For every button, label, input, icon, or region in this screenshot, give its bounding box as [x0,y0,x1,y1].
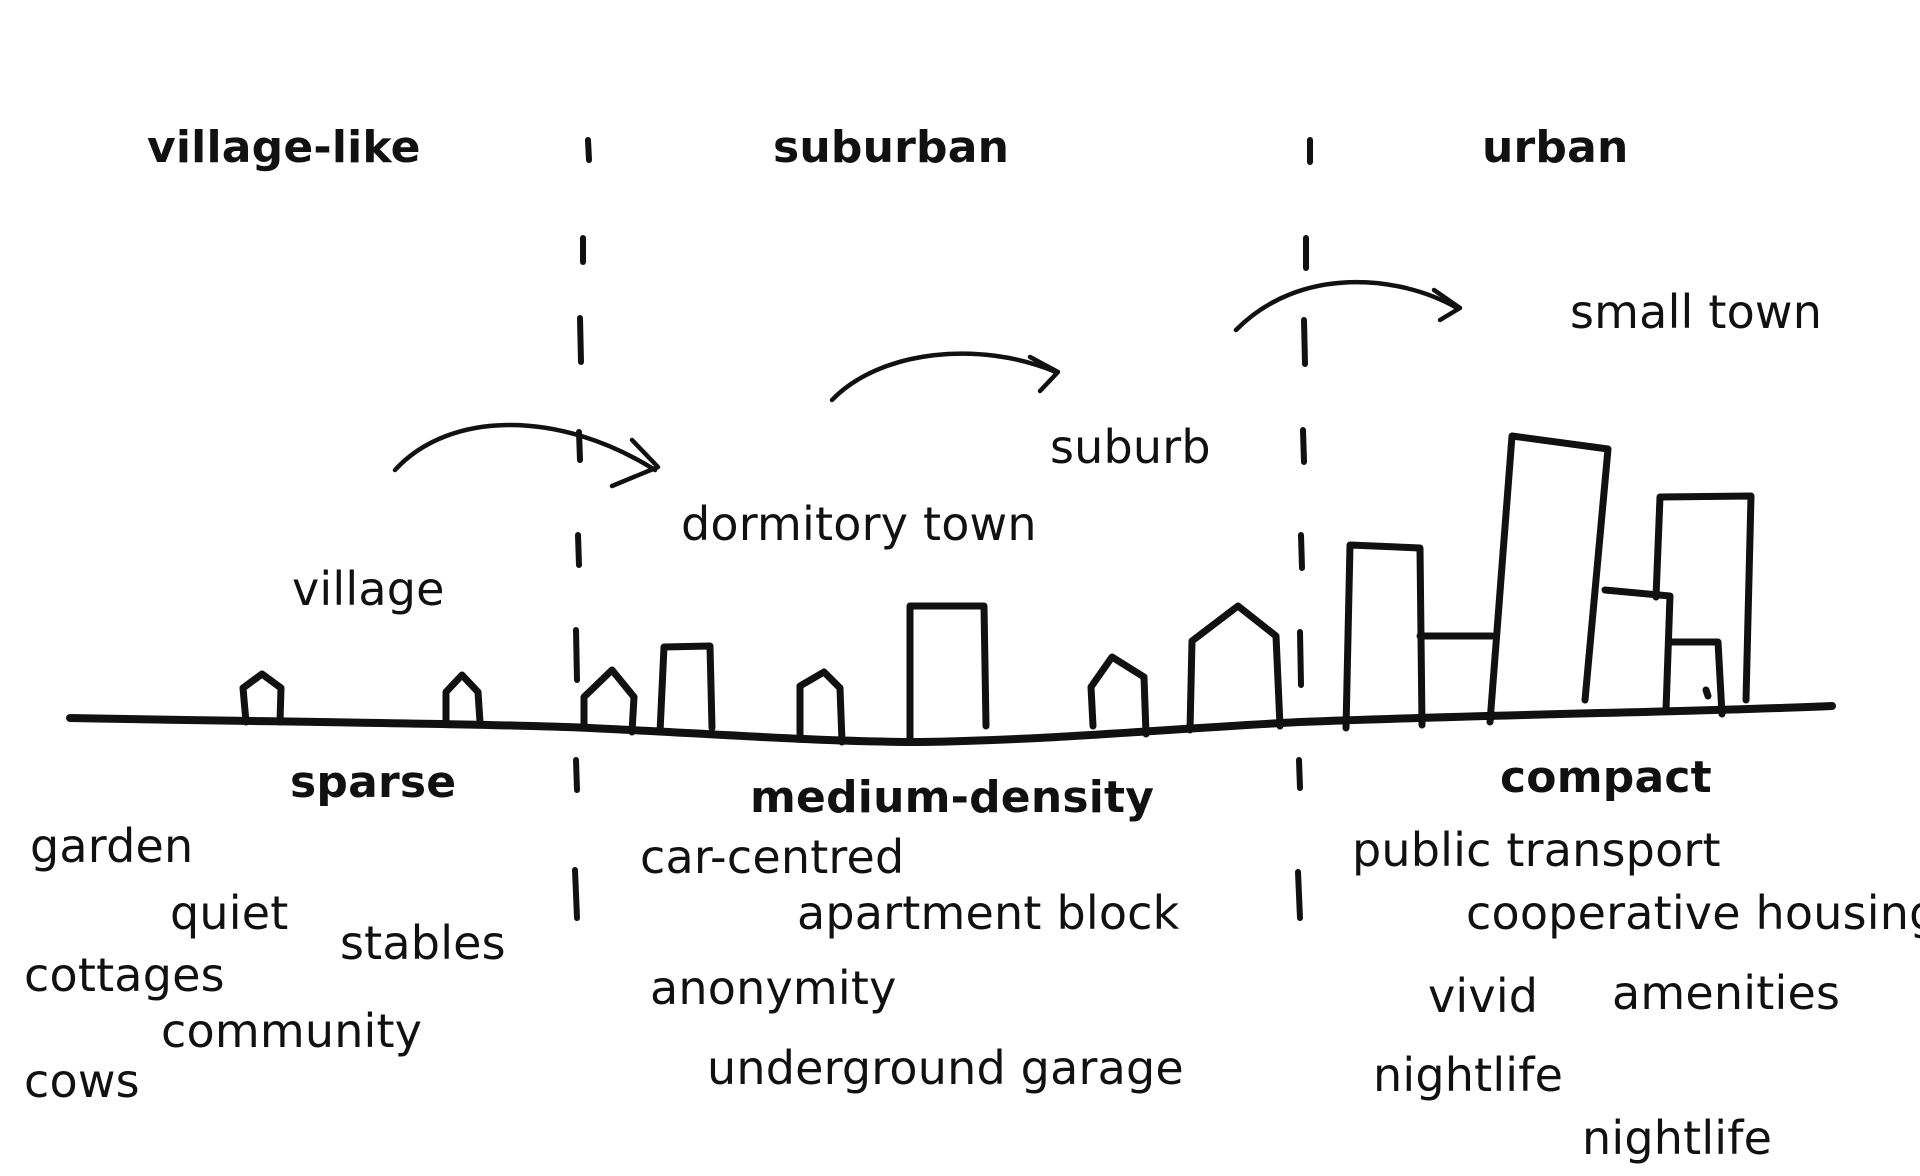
word-stables: stables [340,916,506,970]
arrow-dormitory-town-to-suburb [829,351,1061,403]
word-cooperative-housing: cooperative housing [1466,886,1920,940]
zone-heading-urban: urban [1482,122,1629,173]
zone-heading-village-like: village-like [147,122,421,173]
settlement-suburb: suburb [1050,420,1211,474]
settlement-dormitory-town: dormitory town [681,497,1037,551]
word-car-centred: car-centred [640,830,905,884]
arrow-suburb-to-small-town [1233,279,1463,333]
settlement-village: village [292,562,445,616]
ground-line [66,702,1836,746]
word-cows: cows [24,1054,140,1108]
word-quiet: quiet [170,886,289,940]
density-medium: medium-density [750,772,1155,823]
zone-divider-1 [572,137,592,921]
word-anonymity: anonymity [650,961,897,1015]
density-sparse: sparse [290,757,457,808]
word-apartment-block: apartment block [797,886,1180,940]
village-buildings [239,670,484,726]
word-amenities: amenities [1612,966,1841,1020]
zone-divider-2 [1295,137,1313,921]
word-public-transport: public transport [1352,823,1721,877]
density-compact: compact [1500,752,1712,803]
arrow-village-to-dormitory-town [392,422,661,489]
urban-buildings [1342,432,1755,732]
word-underground-garage: underground garage [707,1041,1184,1095]
suburban-buildings [580,602,1284,746]
word-vivid: vivid [1428,969,1539,1023]
settlement-small-town: small town [1570,285,1823,339]
word-nightlife: nightlife [1373,1048,1564,1102]
word-nightlife-2: nightlife [1582,1111,1773,1165]
word-garden: garden [30,819,194,873]
word-cottages: cottages [24,948,225,1002]
zone-heading-suburban: suburban [773,122,1010,173]
word-community: community [161,1004,423,1058]
